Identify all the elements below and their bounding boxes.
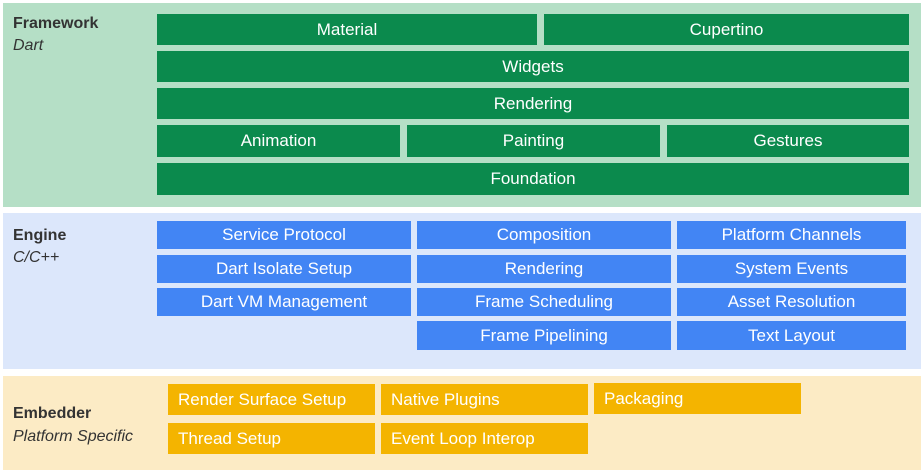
engine-box-frame-scheduling: Frame Scheduling — [417, 288, 671, 316]
engine-subtitle: C/C++ — [13, 249, 60, 266]
engine-box-rendering: Rendering — [417, 255, 671, 283]
framework-box-material: Material — [157, 14, 537, 45]
framework-box-painting: Painting — [407, 125, 660, 157]
embedder-layer: Embedder Platform Specific Render Surfac… — [3, 376, 921, 470]
framework-box-foundation: Foundation — [157, 163, 909, 195]
framework-layer: Framework Dart Material Cupertino Widget… — [3, 3, 921, 207]
embedder-box-packaging: Packaging — [594, 383, 801, 414]
engine-box-dart-isolate-setup: Dart Isolate Setup — [157, 255, 411, 283]
engine-layer: Engine C/C++ Service Protocol Dart Isola… — [3, 213, 921, 369]
embedder-title: Embedder — [13, 405, 92, 422]
framework-title: Framework — [13, 15, 99, 32]
embedder-box-native-plugins: Native Plugins — [381, 384, 588, 415]
embedder-box-event-loop-interop: Event Loop Interop — [381, 423, 588, 454]
engine-box-service-protocol: Service Protocol — [157, 221, 411, 249]
framework-box-animation: Animation — [157, 125, 400, 157]
embedder-subtitle: Platform Specific — [13, 428, 134, 445]
engine-box-system-events: System Events — [677, 255, 906, 283]
engine-box-platform-channels: Platform Channels — [677, 221, 906, 249]
framework-box-rendering: Rendering — [157, 88, 909, 119]
framework-box-gestures: Gestures — [667, 125, 909, 157]
engine-box-frame-pipelining: Frame Pipelining — [417, 321, 671, 350]
embedder-box-thread-setup: Thread Setup — [168, 423, 375, 454]
engine-box-composition: Composition — [417, 221, 671, 249]
engine-title: Engine — [13, 227, 67, 244]
engine-box-asset-resolution: Asset Resolution — [677, 288, 906, 316]
framework-box-widgets: Widgets — [157, 51, 909, 82]
framework-subtitle: Dart — [13, 37, 44, 54]
embedder-box-render-surface-setup: Render Surface Setup — [168, 384, 375, 415]
engine-box-text-layout: Text Layout — [677, 321, 906, 350]
framework-box-cupertino: Cupertino — [544, 14, 909, 45]
engine-box-dart-vm-management: Dart VM Management — [157, 288, 411, 316]
